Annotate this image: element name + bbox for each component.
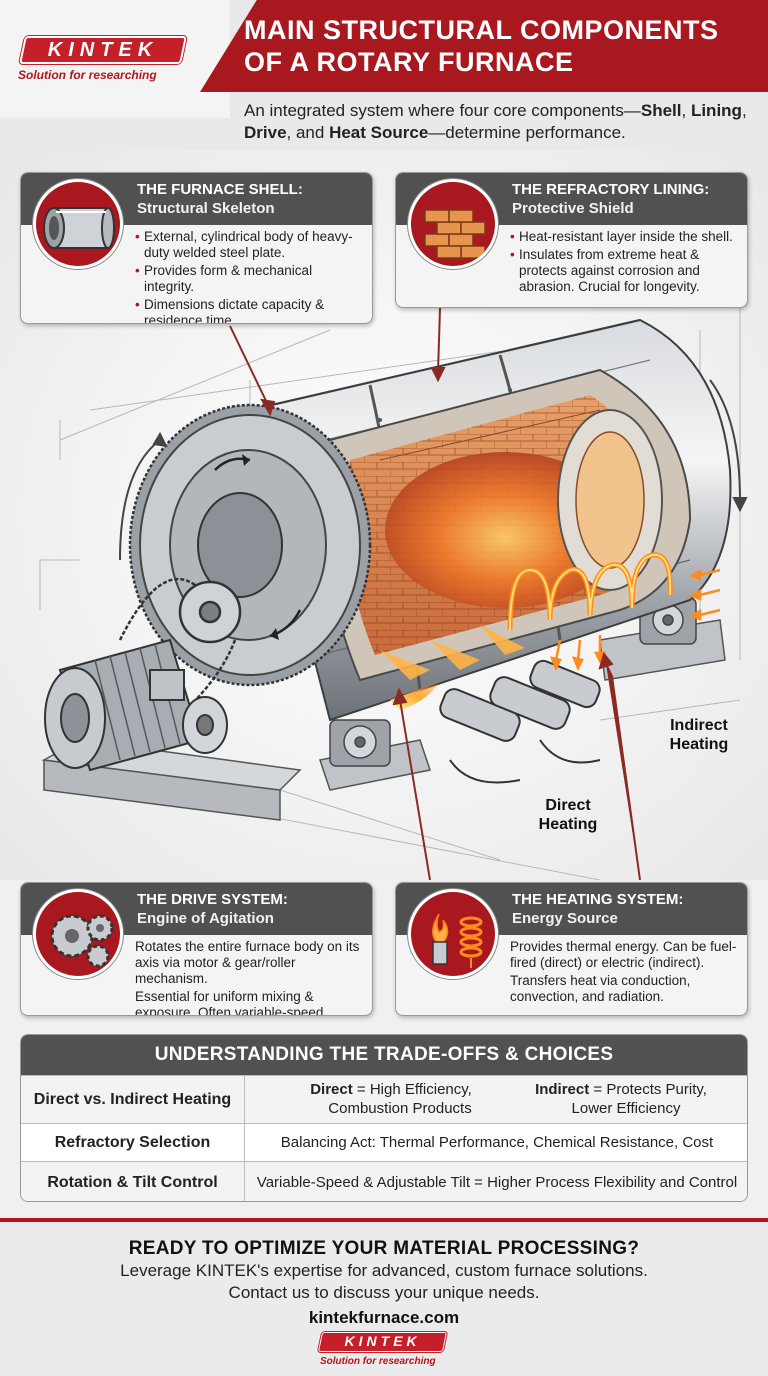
table-row: Rotation & Tilt Control Variable-Speed &… xyxy=(21,1161,747,1201)
card-title: THE HEATING SYSTEM: Energy Source xyxy=(512,891,684,927)
page-subtitle: An integrated system where four core com… xyxy=(244,101,747,142)
indirect-cell: Indirect = Protects Purity, Lower Effici… xyxy=(535,1081,707,1117)
bricks-icon xyxy=(408,179,498,269)
footer-tagline: Solution for researching xyxy=(320,1356,436,1367)
heat-arrows xyxy=(549,568,721,672)
brand-tagline: Solution for researching xyxy=(18,68,157,82)
row-value: Balancing Act: Thermal Performance, Chem… xyxy=(280,1134,714,1151)
rotation-arrows xyxy=(119,379,748,561)
flame-coil-icon xyxy=(408,889,498,979)
direct-burners xyxy=(380,625,601,784)
card-furnace-shell: THE FURNACE SHELL: Structural Skeleton E… xyxy=(20,172,373,324)
gears-icon xyxy=(33,889,123,979)
shell-icon xyxy=(33,179,123,269)
card-drive-system: THE DRIVE SYSTEM: Engine of Agitation Ro… xyxy=(20,882,373,1016)
card-refractory-lining: THE REFRACTORY LINING: Protective Shield… xyxy=(395,172,748,308)
footer-line-2: Contact us to discuss your unique needs. xyxy=(228,1283,540,1302)
card-bullets: External, cylindrical body of heavy-duty… xyxy=(135,229,362,323)
label-direct-heating: Direct Heating xyxy=(538,797,598,833)
tradeoffs-title: UNDERSTANDING THE TRADE-OFFS & CHOICES xyxy=(21,1035,747,1075)
tradeoffs-table: UNDERSTANDING THE TRADE-OFFS & CHOICES D… xyxy=(20,1034,748,1202)
footer-kintek-logo[interactable]: KINTEK xyxy=(317,1332,448,1352)
kintek-logo[interactable]: KINTEK xyxy=(19,36,187,64)
card-text: Provides thermal energy. Can be fuel-fir… xyxy=(510,939,737,1004)
card-title: THE DRIVE SYSTEM: Engine of Agitation xyxy=(137,891,288,927)
footer: READY TO OPTIMIZE YOUR MATERIAL PROCESSI… xyxy=(0,1222,768,1376)
card-title: THE FURNACE SHELL: Structural Skeleton xyxy=(137,181,303,217)
footer-divider xyxy=(0,1218,768,1222)
card-heating-system: THE HEATING SYSTEM: Energy Source Provid… xyxy=(395,882,748,1016)
row-label: Direct vs. Indirect Heating xyxy=(21,1076,245,1123)
table-row: Refractory Selection Balancing Act: Ther… xyxy=(21,1123,747,1161)
website-link[interactable]: kintekfurnace.com xyxy=(308,1308,460,1327)
callout-arrows xyxy=(229,307,641,880)
card-bullets: Heat-resistant layer inside the shell. I… xyxy=(510,229,737,297)
header: KINTEK Solution for researching MAIN STR… xyxy=(0,0,768,150)
card-text: Rotates the entire furnace body on its a… xyxy=(135,939,360,1016)
row-value: Variable-Speed & Adjustable Tilt = Highe… xyxy=(256,1174,738,1191)
row-label: Rotation & Tilt Control xyxy=(21,1162,245,1201)
footer-title: READY TO OPTIMIZE YOUR MATERIAL PROCESSI… xyxy=(128,1238,640,1259)
title-banner xyxy=(200,0,768,92)
row-label: Refractory Selection xyxy=(21,1124,245,1161)
label-indirect-heating: Indirect Heating xyxy=(669,717,729,753)
footer-line-1: Leverage KINTEK's expertise for advanced… xyxy=(120,1261,648,1280)
direct-cell: Direct = High Efficiency, Combustion Pro… xyxy=(310,1081,472,1117)
card-title: THE REFRACTORY LINING: Protective Shield xyxy=(512,181,710,217)
refractory-lining-cutaway xyxy=(323,368,692,682)
indirect-heating-coils xyxy=(507,552,673,631)
table-row: Direct vs. Indirect Heating Direct = Hig… xyxy=(21,1075,747,1123)
page-title: MAIN STRUCTURAL COMPONENTS OF A ROTARY F… xyxy=(244,15,719,77)
drive-chain xyxy=(118,577,242,721)
electric-motor xyxy=(44,638,228,772)
